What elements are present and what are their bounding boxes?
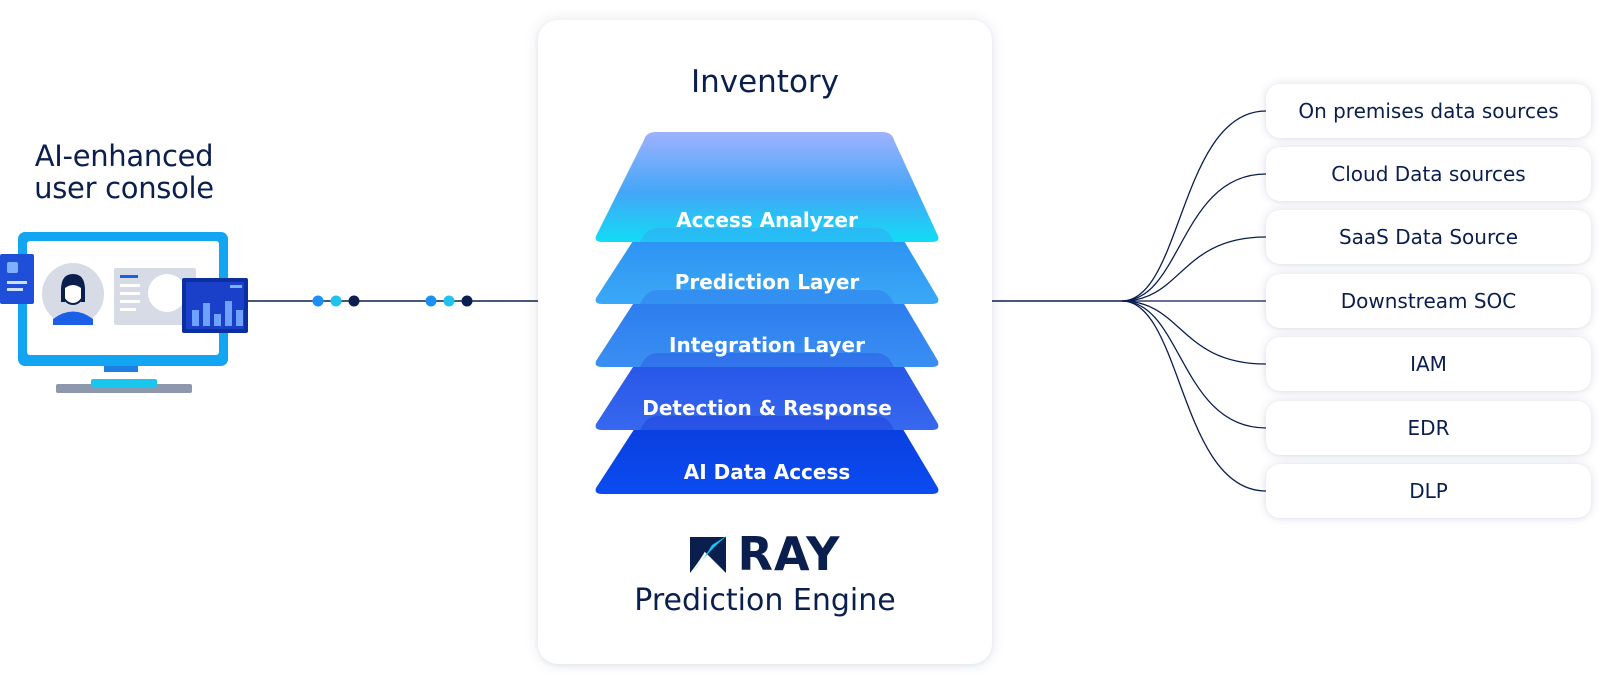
flow-dot [330,295,342,307]
layer-label-ai-data-access: AI Data Access [683,460,851,484]
source-dlp: DLP [1266,464,1591,518]
console-title-line-2: user console [34,171,214,205]
inventory-title: Inventory [690,64,840,100]
source-iam: IAM [1266,337,1591,391]
flow-dot [312,295,324,307]
source-cloud-data-sources: Cloud Data sources [1266,147,1591,201]
layer-label-prediction-layer: Prediction Layer [674,270,860,294]
source-connector [1121,110,1267,302]
engine-name: Prediction Engine [634,583,896,618]
source-saas-data-source: SaaS Data Source [1266,210,1591,264]
layer-shape-ai-data-access [595,414,939,494]
layer-label-integration-layer: Integration Layer [669,333,865,357]
source-downstream-soc: Downstream SOC [1266,274,1591,328]
layer-stack: Access Analyzer Prediction Layer Integra… [582,110,952,510]
layer-shape-integration-layer [595,287,939,367]
source-connector [1121,300,1267,365]
source-connector [1121,300,1267,429]
monitor-dashboard-icon [0,232,248,393]
source-edr: EDR [1266,401,1591,455]
layer-shape-prediction-layer [595,224,939,304]
prediction-engine-card: Inventory [538,20,992,664]
source-connector [1121,173,1267,302]
flow-dot [425,295,437,307]
flow-dot [348,295,360,307]
flow-dot [443,295,455,307]
console-title: AI-enhanced user console [0,140,248,204]
layer-shape-access-analyzer [595,132,939,242]
layer-stack-shapes [595,132,939,494]
flow-dot [461,295,473,307]
brand-name: RAY [737,527,841,581]
console-title-line-1: AI-enhanced [34,139,214,173]
brand-lockup: RAY [538,527,992,581]
source-connector [1121,300,1267,492]
source-connector [1121,236,1267,302]
layer-label-access-analyzer: Access Analyzer [676,208,858,232]
ray-logo-icon [689,535,728,573]
layer-shape-detection-response [595,350,939,430]
layer-label-detection-response: Detection & Response [642,396,892,420]
source-on-premises-data-sources: On premises data sources [1266,84,1591,138]
